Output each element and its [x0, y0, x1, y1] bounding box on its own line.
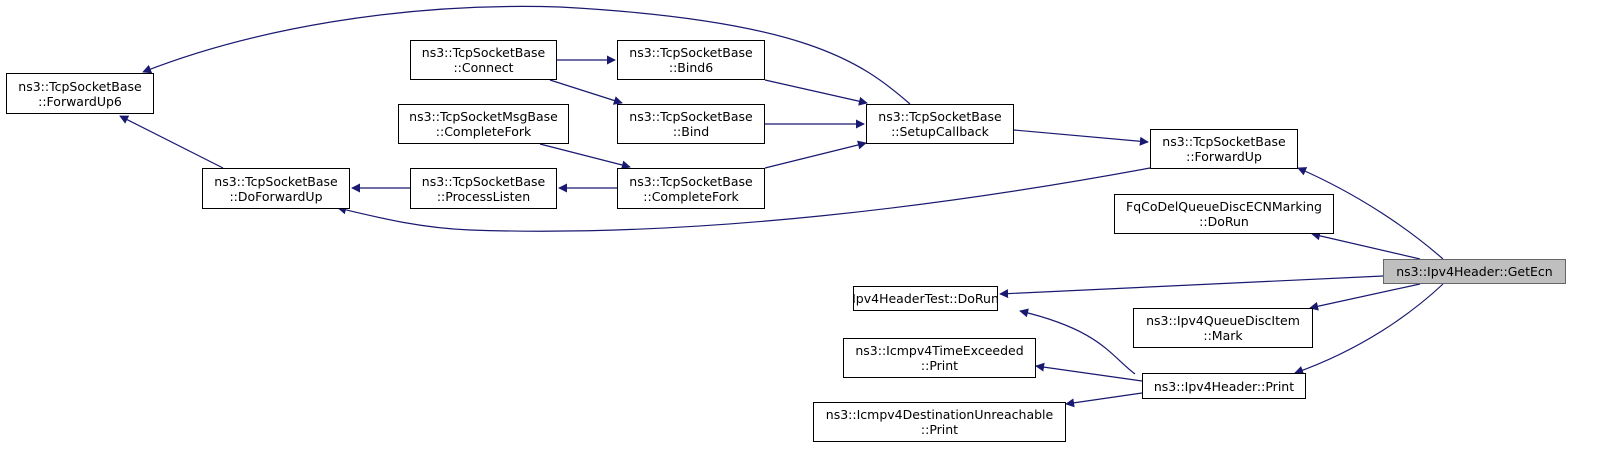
- node-label-line1: ns3::TcpSocketBase: [878, 109, 1002, 124]
- edge-forwardup6-to-doforwardup: [119, 115, 224, 169]
- node-label-line1: ns3::TcpSocketBase: [18, 78, 142, 94]
- node-label-line2: ::CompleteFork: [435, 124, 532, 139]
- node-tcpsocketbase-doforwardup[interactable]: ns3::TcpSocketBase ::DoForwardUp: [202, 168, 350, 209]
- edge-connect-to-bind: [549, 79, 623, 105]
- node-label-line2: ::Connect: [453, 60, 514, 75]
- node-icmpv4timeexceeded-print[interactable]: ns3::Icmpv4TimeExceeded ::Print: [843, 338, 1036, 378]
- edge-getecn-to-fqcodel_dorun: [1311, 231, 1421, 260]
- node-label-line1: ns3::TcpSocketBase: [629, 45, 753, 60]
- node-tcpsocketbase-completefork[interactable]: ns3::TcpSocketBase ::CompleteFork: [617, 168, 765, 209]
- edge-completefork_msg-to-completefork: [539, 143, 631, 170]
- node-label-line1: ns3::TcpSocketMsgBase: [409, 109, 558, 124]
- node-label-line1: ns3::Ipv4Header::GetEcn: [1396, 264, 1553, 279]
- node-label-line1: FqCoDelQueueDiscECNMarking: [1126, 199, 1322, 214]
- edge-ipv4header_print-to-icmp_destunreach: [1065, 392, 1143, 408]
- node-ipv4header-print[interactable]: ns3::Ipv4Header::Print: [1142, 373, 1306, 399]
- node-label-line1: ns3::TcpSocketBase: [421, 173, 546, 189]
- edge-ipv4header_print-to-icmp_timeexceeded: [1035, 362, 1143, 382]
- node-label-line1: ns3::Ipv4Header::Print: [1153, 378, 1295, 394]
- node-tcpsocketbase-bind[interactable]: ns3::TcpSocketBase ::Bind: [617, 104, 765, 144]
- node-tcpsocketbase-setupcallback[interactable]: ns3::TcpSocketBase ::SetupCallback: [866, 104, 1014, 144]
- node-tcpsocketbase-forwardup[interactable]: ns3::TcpSocketBase ::ForwardUp: [1150, 129, 1298, 169]
- node-label-line1: ns3::TcpSocketBase: [629, 109, 753, 124]
- node-tcpsocketbase-connect[interactable]: ns3::TcpSocketBase ::Connect: [410, 40, 557, 80]
- node-label-line2: ::ForwardUp: [1186, 149, 1262, 164]
- node-ipv4headertest-dorun[interactable]: Ipv4HeaderTest::DoRun: [852, 286, 999, 311]
- node-label-line1: ns3::Icmpv4DestinationUnreachable: [825, 407, 1054, 422]
- edge-completefork-to-setupcallback: [764, 140, 867, 169]
- node-label-line1: ns3::TcpSocketBase: [629, 173, 753, 189]
- edge-forwardup-to-doforwardup: [337, 167, 1151, 232]
- node-label-line2: ::CompleteFork: [643, 188, 739, 204]
- node-ipv4header-getecn[interactable]: ns3::Ipv4Header::GetEcn: [1383, 259, 1566, 284]
- edge-ipv4header_print-to-ipv4headertest: [1019, 308, 1136, 375]
- node-tcpsocketbase-processlisten[interactable]: ns3::TcpSocketBase ::ProcessListen: [410, 168, 557, 209]
- node-label-line2: ::Print: [920, 422, 959, 437]
- node-label-line1: ns3::TcpSocketBase: [421, 45, 546, 60]
- node-ipv4queuediscitem-mark[interactable]: ns3::Ipv4QueueDiscItem ::Mark: [1133, 308, 1313, 348]
- edge-getecn-to-ipv4header_print: [1294, 283, 1444, 375]
- node-label-line2: ::DoForwardUp: [229, 188, 323, 204]
- edge-setupcallback-to-forwardup: [1013, 129, 1149, 146]
- node-label-line1: ns3::TcpSocketBase: [1162, 134, 1286, 149]
- edge-getecn-to-ipv4queuedisc_mark: [1309, 283, 1421, 311]
- edge-getecn-to-ipv4headertest: [999, 275, 1384, 299]
- node-label-line2: ::Mark: [1203, 328, 1243, 343]
- node-icmpv4destinationunreachable-print[interactable]: ns3::Icmpv4DestinationUnreachable ::Prin…: [813, 402, 1066, 442]
- node-label-line1: Ipv4HeaderTest::DoRun: [852, 291, 999, 306]
- edge-bind6-to-setupcallback: [764, 79, 868, 106]
- node-tcpsocketbase-bind6[interactable]: ns3::TcpSocketBase ::Bind6: [617, 40, 765, 80]
- node-tcpsocketbase-forwardup6[interactable]: ns3::TcpSocketBase ::ForwardUp6: [6, 73, 154, 114]
- edge-setupcallback-to-forwardup6: [142, 5, 911, 105]
- node-label-line2: ::SetupCallback: [891, 124, 989, 139]
- node-label-line1: ns3::TcpSocketBase: [214, 173, 338, 189]
- node-label-line2: ::Bind: [672, 124, 710, 139]
- edge-getecn-to-forwardup: [1297, 167, 1444, 260]
- node-tcpsocketmsgbase-completefork[interactable]: ns3::TcpSocketMsgBase ::CompleteFork: [398, 104, 569, 144]
- node-label-line1: ns3::Icmpv4TimeExceeded: [855, 343, 1024, 358]
- node-label-line2: ::Print: [920, 358, 959, 373]
- node-label-line1: ns3::Ipv4QueueDiscItem: [1146, 313, 1300, 328]
- node-label-line2: ::Bind6: [668, 60, 714, 75]
- node-label-line2: ::ProcessListen: [436, 188, 531, 204]
- node-label-line2: ::DoRun: [1199, 214, 1249, 229]
- node-fqcodelqueuedisc-ecnmarking-dorun[interactable]: FqCoDelQueueDiscECNMarking ::DoRun: [1114, 194, 1334, 234]
- node-label-line2: ::ForwardUp6: [38, 93, 122, 109]
